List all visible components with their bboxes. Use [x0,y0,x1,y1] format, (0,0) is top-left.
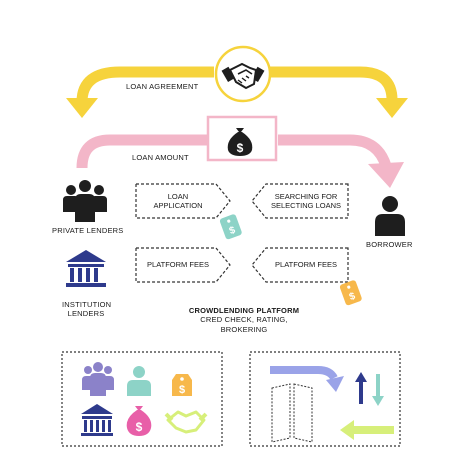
group-icon [63,180,107,222]
svg-text:$: $ [136,420,143,434]
loan-agreement-label: LOAN AGREEMENT [126,82,199,91]
curved-arrow-icon [270,366,344,392]
document-stack-icon [271,383,313,443]
bank-icon [66,250,106,287]
loan-amount-label: LOAN AMOUNT [132,153,189,162]
left-arrow-icon [340,420,394,440]
platform-fees-left-box [135,247,231,283]
institution-lenders-label: INSTITUTION LENDERS [62,300,112,319]
svg-text:$: $ [179,384,185,396]
platform-fees-right-text: PLATFORM FEES [275,260,337,270]
person-icon [375,196,405,236]
svg-text:$: $ [237,141,244,155]
borrower-label: BORROWER [366,240,413,249]
money-bag-icon: $ [206,115,278,162]
platform-fees-left-text: PLATFORM FEES [147,260,209,270]
searching-line-2: SELECTING LOANS [270,201,342,210]
searching-loans-text: SEARCHING FOR SELECTING LOANS [266,186,346,216]
left-bottom-panel [61,351,223,447]
platform-sub-line-2: BROKERING [220,324,268,334]
money-bag-icon: $ [126,406,152,436]
right-bottom-panel [249,351,401,447]
svg-text:$: $ [228,225,237,237]
loan-application-text: LOAN APPLICATION [140,186,216,216]
institution-lenders-line-2: LENDERS [67,309,105,319]
svg-text:$: $ [348,291,357,303]
price-tag-icon: $ [172,374,192,396]
platform-sub-line-1: CRED CHECK, RATING, [200,315,288,325]
institution-lenders-line-1: INSTITUTION [62,300,112,309]
price-tag-icon: $ [339,280,362,306]
searching-loans-box [251,183,349,219]
loan-application-box [135,183,231,219]
loan-agreement-arrow [66,66,408,118]
person-icon [127,366,151,396]
platform-fees-right-box [251,247,349,283]
platform-title: CROWDLENDING PLATFORM [188,306,300,315]
private-lenders-label: PRIVATE LENDERS [52,226,124,235]
loan-amount-arrow [76,134,404,188]
loan-application-line-1: LOAN [167,191,189,201]
bank-icon [81,404,113,436]
price-tag-icon: $ [219,214,242,240]
platform-caption: CROWDLENDING PLATFORM CRED CHECK, RATING… [170,306,318,334]
searching-line-1: SEARCHING FOR [274,191,338,201]
handshake-icon [214,45,272,103]
loan-application-line-2: APPLICATION [153,201,203,210]
group-icon [82,362,114,396]
handshake-icon [164,410,208,434]
up-down-arrows-icon [355,372,384,406]
